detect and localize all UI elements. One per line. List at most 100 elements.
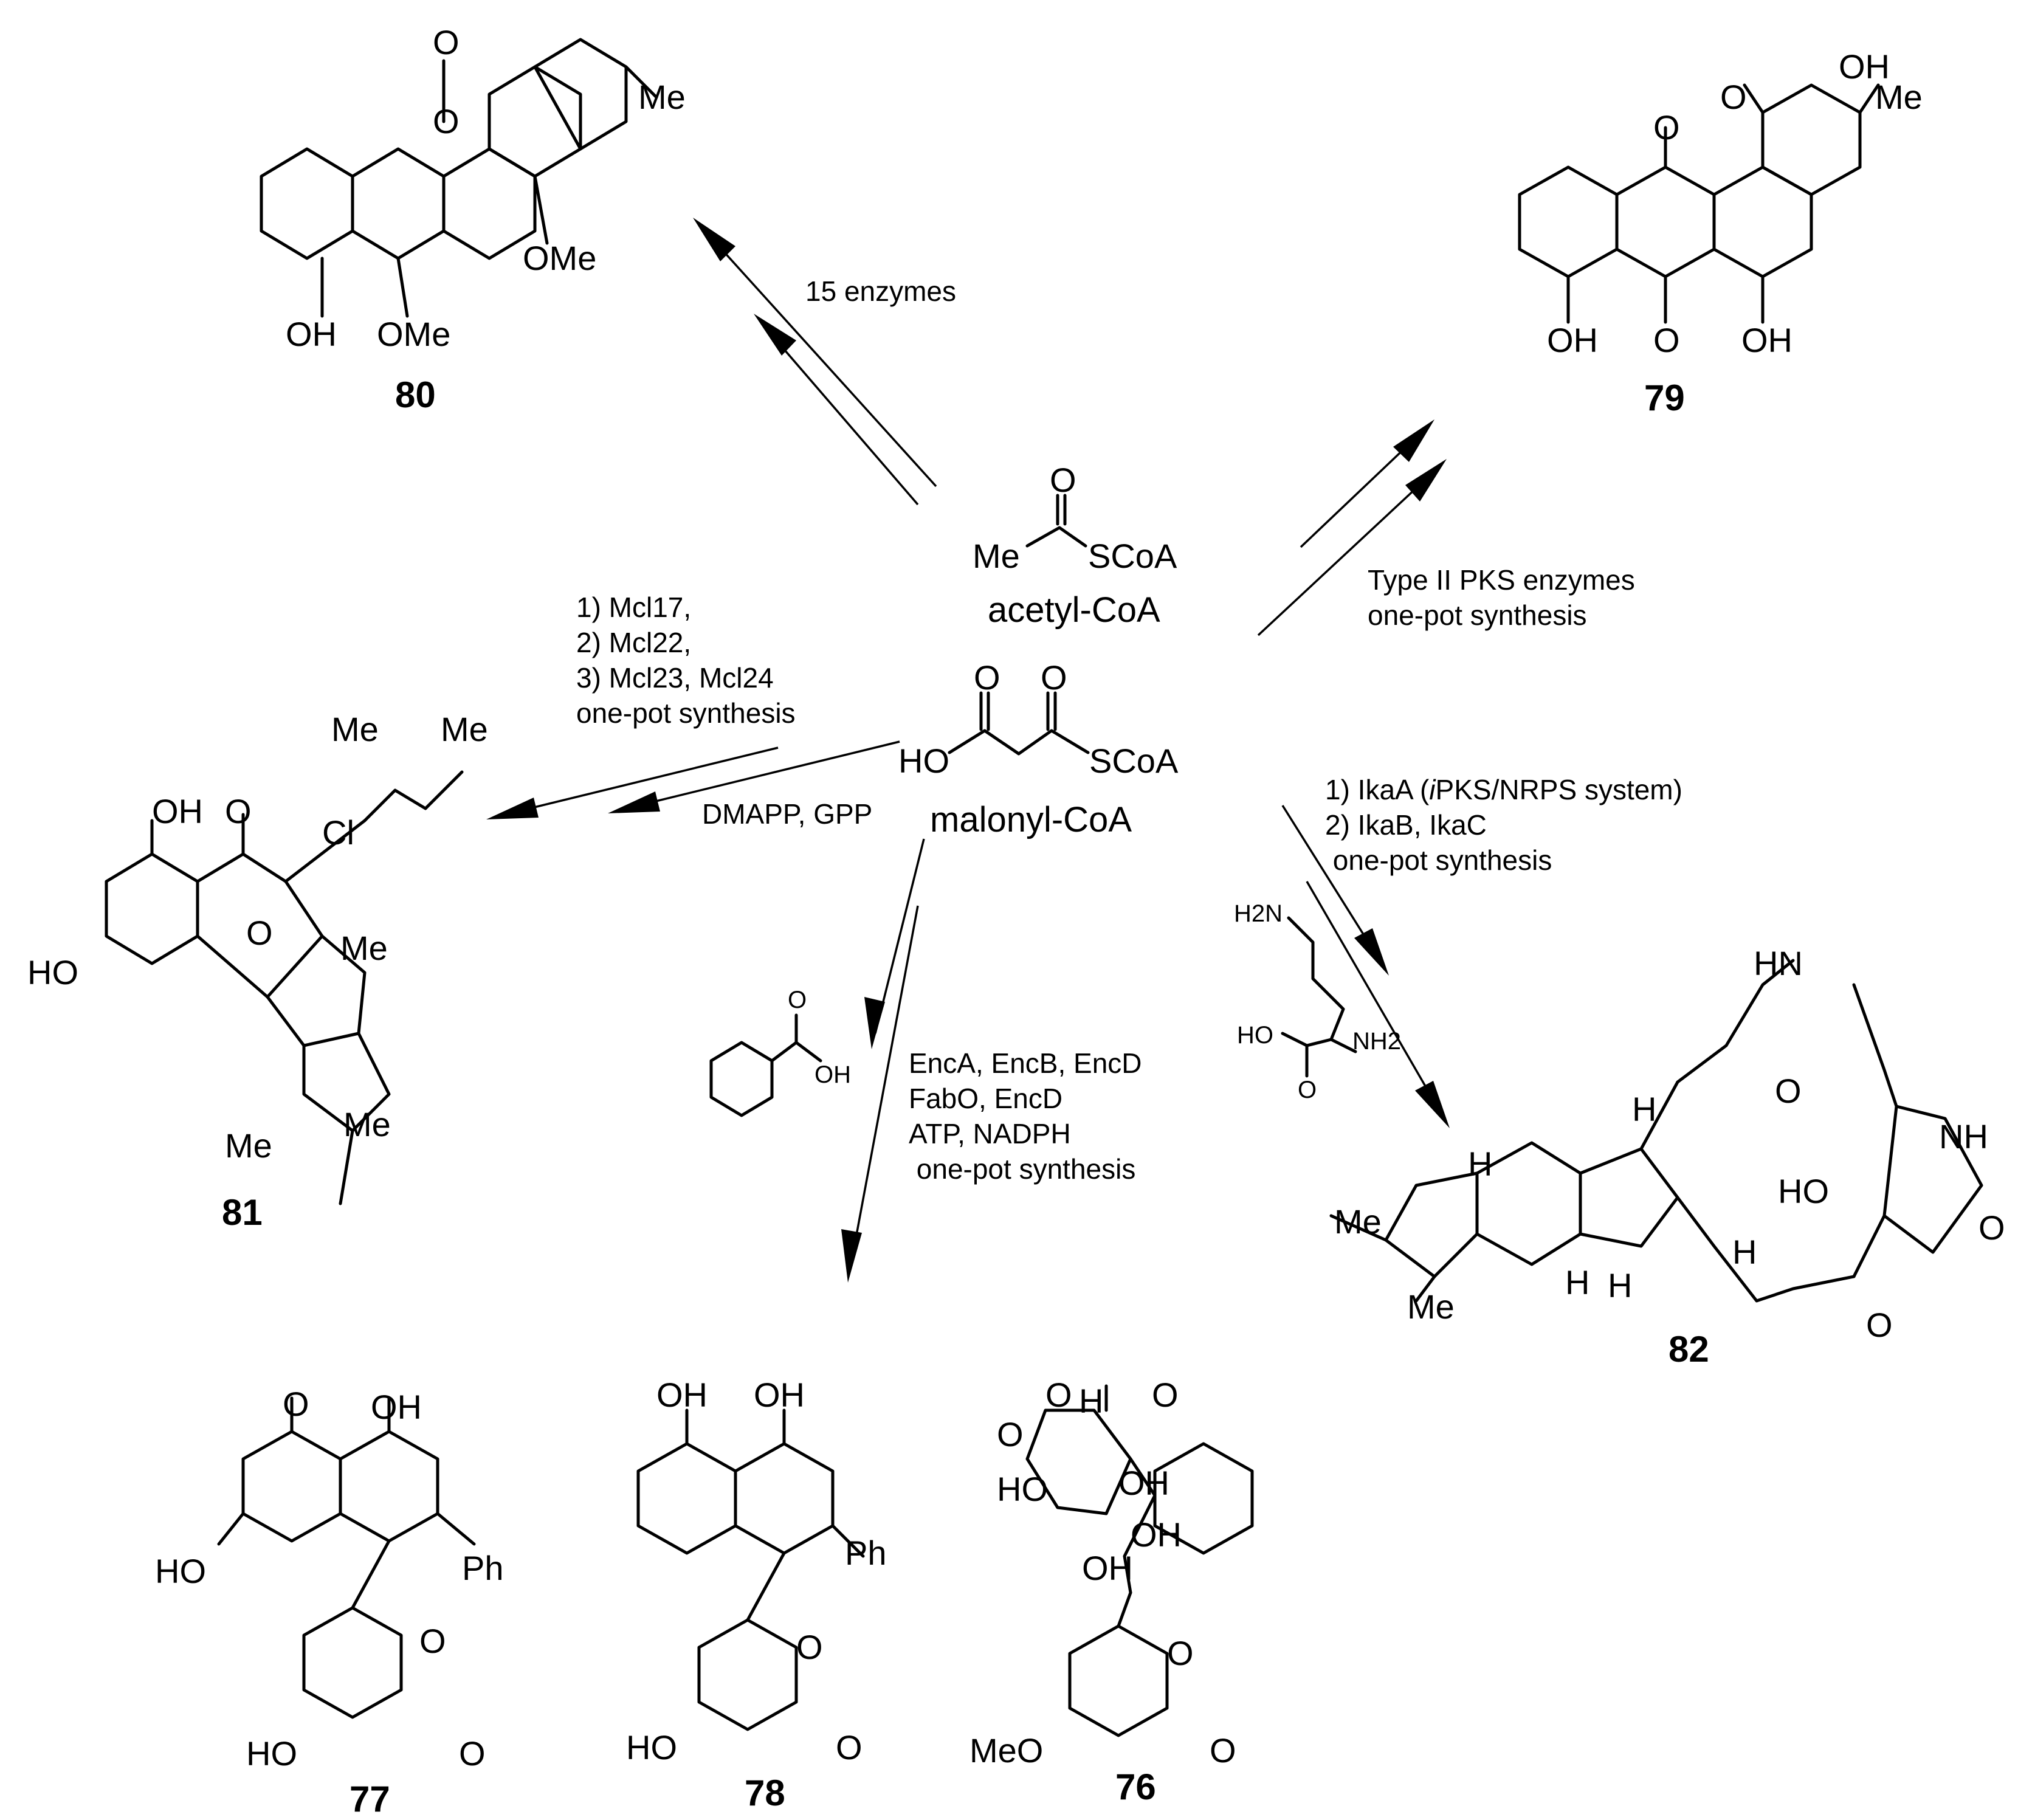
c81-atom-me2: Me [441,710,488,748]
ornithine-ho: HO [1237,1022,1273,1049]
c81-atom-me1: Me [331,710,379,748]
label-enc-line3: ATP, NADPH [909,1118,1071,1150]
ornithine-h2n: H2N [1234,900,1283,927]
c76-atom-o3: O [997,1415,1024,1453]
compound-79-number: 79 [1644,377,1685,418]
arrow-to-79 [1257,419,1447,636]
c82-atom-hn: HN [1754,944,1803,982]
c82-atom-h3: H [1732,1233,1757,1271]
c76-atom-o1: O [1045,1376,1072,1414]
compound-78-number: 78 [745,1773,785,1813]
c82-atom-amide-o: O [1775,1072,1802,1110]
label-type2-pks-line2: one-pot synthesis [1368,599,1587,631]
compound-78-structure [636,1408,865,1731]
c81-atom-ketone-o: O [225,792,252,830]
ornithine-nh2: NH2 [1352,1028,1402,1055]
c81-atom-cl: Cl [322,813,354,852]
c76-atom-oh1: OH [1118,1464,1169,1502]
c80-atom-carbonyl-o: O [433,23,460,61]
label-ika-line1-italic: i [1429,774,1436,805]
c78-atom-ring-o: O [796,1628,823,1666]
arrow-to-82 [1281,805,1450,1128]
c82-atom-me1: Me [1334,1202,1382,1241]
compound-76-number: 76 [1115,1767,1156,1807]
compound-77-structure [217,1396,476,1719]
malonyl-scoa: SCoA [1089,742,1179,780]
label-ika-line3: one-pot synthesis [1325,844,1552,876]
c78-atom-oh2: OH [754,1376,805,1414]
compound-82-structure [1329,959,1983,1303]
c82-atom-h5: H [1608,1266,1633,1305]
c78-atom-ho: HO [626,1728,677,1767]
arrow-to-81 [486,740,900,819]
c76-atom-ring-o: O [1167,1634,1194,1672]
arrow-to-78 [841,838,925,1283]
label-mcl-line3: 3) Mcl23, Mcl24 [576,662,774,694]
c80-atom-ring-o: O [433,102,460,140]
c77-atom-ring-o: O [419,1622,446,1660]
compound-81-structure [105,770,464,1205]
c81-atom-me5: Me [343,1105,391,1143]
c81-atom-bridge-o: O [246,914,273,952]
c79-atom-quinone-o1: O [1653,108,1680,146]
c80-atom-me: Me [638,78,686,116]
c76-atom-ho: HO [997,1470,1048,1508]
c76-atom-lactone-o: O [1210,1731,1236,1770]
c77-atom-ketone-o: O [283,1385,309,1423]
c77-atom-lactone-o: O [459,1734,486,1773]
c78-atom-oh1: OH [656,1376,708,1414]
c79-atom-ketone-o: O [1720,78,1747,116]
compound-76-structure [1025,1384,1254,1737]
label-ika-line2: 2) IkaB, IkaC [1325,809,1487,841]
label-enc-line4: one-pot synthesis [909,1153,1136,1185]
c82-atom-ketone-o: O [1866,1306,1893,1344]
c80-atom-oh: OH [286,315,337,353]
c77-atom-ph: Ph [462,1549,504,1587]
malonyl-o2: O [1041,658,1067,697]
ornithine-o: O [1298,1077,1317,1103]
acetyl-coa-name: acetyl-CoA [988,590,1160,630]
c80-atom-ome1: OMe [523,239,597,277]
acetyl-scoa: SCoA [1088,537,1177,575]
benzoic-oh: OH [814,1061,851,1088]
malonyl-coa-structure [948,691,1090,756]
label-mcl-enzymes: 1) Mcl17, 2) Mcl22, 3) Mcl23, Mcl24 one-… [576,590,796,731]
c82-atom-me2: Me [1407,1287,1455,1326]
label-mcl-line2: 2) Mcl22, [576,627,692,658]
c82-atom-ho: HO [1778,1172,1829,1210]
label-dmapp-gpp: DMAPP, GPP [702,798,873,830]
label-enc-line1: EncA, EncB, EncD [909,1047,1142,1079]
benzoic-acid-structure [709,1013,822,1117]
label-ika-line1-post: PKS/NRPS system) [1435,774,1682,805]
compound-80-structure [260,38,658,318]
acetyl-coa-structure [1025,494,1087,548]
compound-82-number: 82 [1668,1329,1709,1370]
c82-atom-ring-o: O [1978,1208,2005,1247]
label-type2-pks-line1: Type II PKS enzymes [1368,564,1635,596]
label-ika-line1: 1) IkaA (iPKS/NRPS system) [1325,772,1682,807]
c81-atom-ho: HO [27,953,78,991]
c79-atom-quinone-o2: O [1653,321,1680,359]
benzoic-o: O [788,987,807,1013]
arrow-to-80 [693,218,937,506]
c82-atom-h4: H [1565,1263,1590,1301]
c77-atom-ho1: HO [155,1552,206,1590]
label-enc-enzymes: EncA, EncB, EncD FabO, EncD ATP, NADPH o… [909,1046,1142,1187]
compound-79-structure [1518,83,1880,324]
acetyl-carbonyl-o: O [1050,461,1076,499]
acetyl-me: Me [973,537,1020,575]
label-15-enzymes: 15 enzymes [805,275,957,307]
c80-atom-ome2: OMe [377,315,451,353]
c76-atom-oh2: OH [1131,1515,1182,1554]
c77-atom-oh: OH [371,1388,422,1426]
c76-atom-h: H [1079,1382,1104,1420]
c82-atom-nh: NH [1939,1117,1988,1156]
c76-atom-oh3: OH [1082,1549,1133,1587]
label-ika-line1-pre: 1) IkaA ( [1325,774,1430,805]
c81-atom-me3: Me [340,929,388,967]
ornithine-structure [1281,916,1357,1078]
label-ika-enzymes: 1) IkaA (iPKS/NRPS system) 2) IkaB, IkaC… [1325,772,1682,878]
label-mcl-line1: 1) Mcl17, [576,591,692,623]
c82-atom-h2: H [1468,1145,1493,1183]
